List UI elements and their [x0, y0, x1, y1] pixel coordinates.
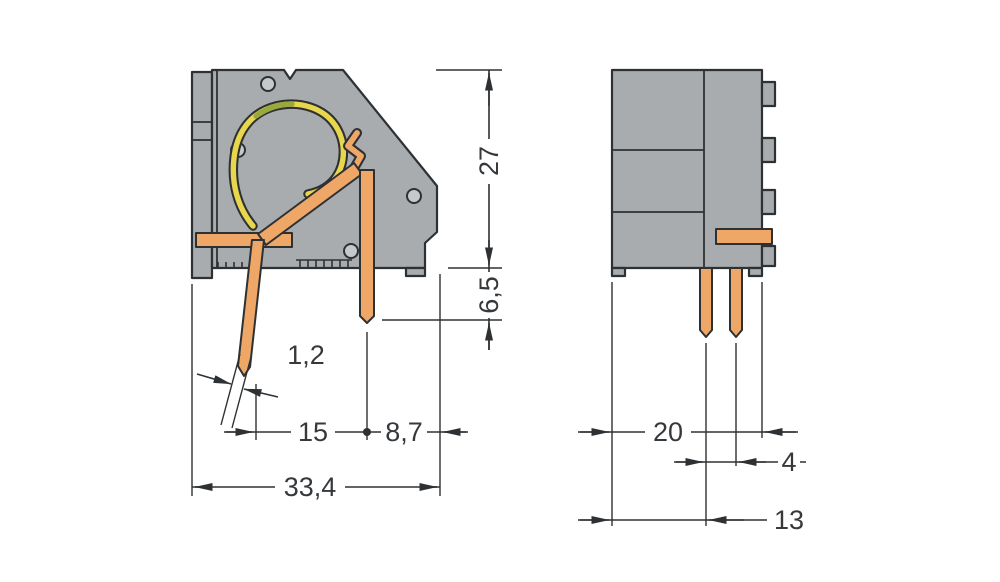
side-tabs [760, 80, 777, 268]
front-view [610, 68, 777, 338]
dim-housing-height: 27 [474, 146, 504, 176]
mounting-hole-1 [260, 76, 276, 92]
dim-pin-solder-length: 6,5 [474, 276, 504, 314]
busbar-front [715, 228, 773, 245]
dim-pin-offset: 13 [774, 505, 804, 535]
dim-pin-thickness: 1,2 [287, 340, 325, 370]
housing-foot-left [610, 266, 627, 278]
chain-dimension-dot [363, 428, 371, 436]
extension-lines [191, 69, 502, 496]
front-view-dimensions: 20 4 13 [578, 282, 811, 535]
extension-lines-front [611, 282, 763, 526]
solder-pin-right [359, 169, 375, 324]
housing-left-flange [190, 70, 214, 280]
housing-foot-right [747, 266, 764, 278]
mounting-hole-4 [343, 243, 359, 259]
dim-overall-width: 33,4 [284, 472, 337, 502]
bottom-serrations [217, 259, 352, 268]
dim-pin-gap: 4 [781, 447, 796, 477]
side-view [190, 68, 439, 377]
dim-housing-depth: 20 [653, 417, 683, 447]
mounting-hole-3 [406, 188, 422, 204]
side-view-dimensions: 27 6,5 15 8,7 33,4 1,2 [191, 69, 504, 502]
solder-pin-front-left [699, 267, 713, 338]
housing-foot [404, 266, 427, 278]
dim-pin-edge-distance: 8,7 [385, 417, 423, 447]
housing-body [210, 68, 439, 270]
solder-pin-front-right [729, 267, 743, 338]
busbar-assembly [195, 128, 375, 377]
dim-pin-spacing: 15 [298, 417, 328, 447]
pin-thickness-dimension: 1,2 [196, 340, 325, 429]
